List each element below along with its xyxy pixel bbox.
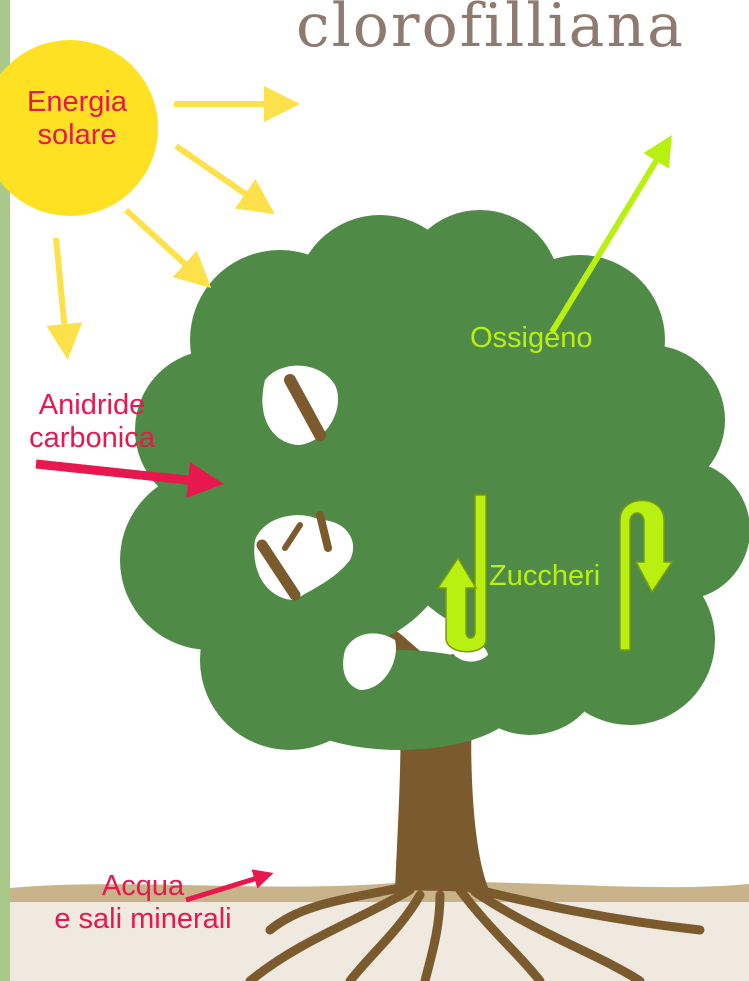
water-label: Acqua e sali minerali (24, 870, 262, 936)
co2-label: Anidride carbonica (14, 389, 170, 455)
co2-line2: carbonica (14, 422, 170, 455)
water-line1: Acqua (24, 870, 262, 903)
sugars-label: Zuccheri (489, 560, 600, 593)
solar-energy-label: Energia solare (6, 86, 148, 152)
foliage (120, 210, 749, 750)
oxygen-label: Ossigeno (470, 322, 593, 355)
water-line2: e sali minerali (24, 903, 262, 936)
solar-energy-line2: solare (6, 119, 148, 152)
diagram-title: clorofilliana (296, 0, 685, 66)
solar-energy-line1: Energia (6, 86, 148, 119)
co2-line1: Anidride (14, 389, 170, 422)
